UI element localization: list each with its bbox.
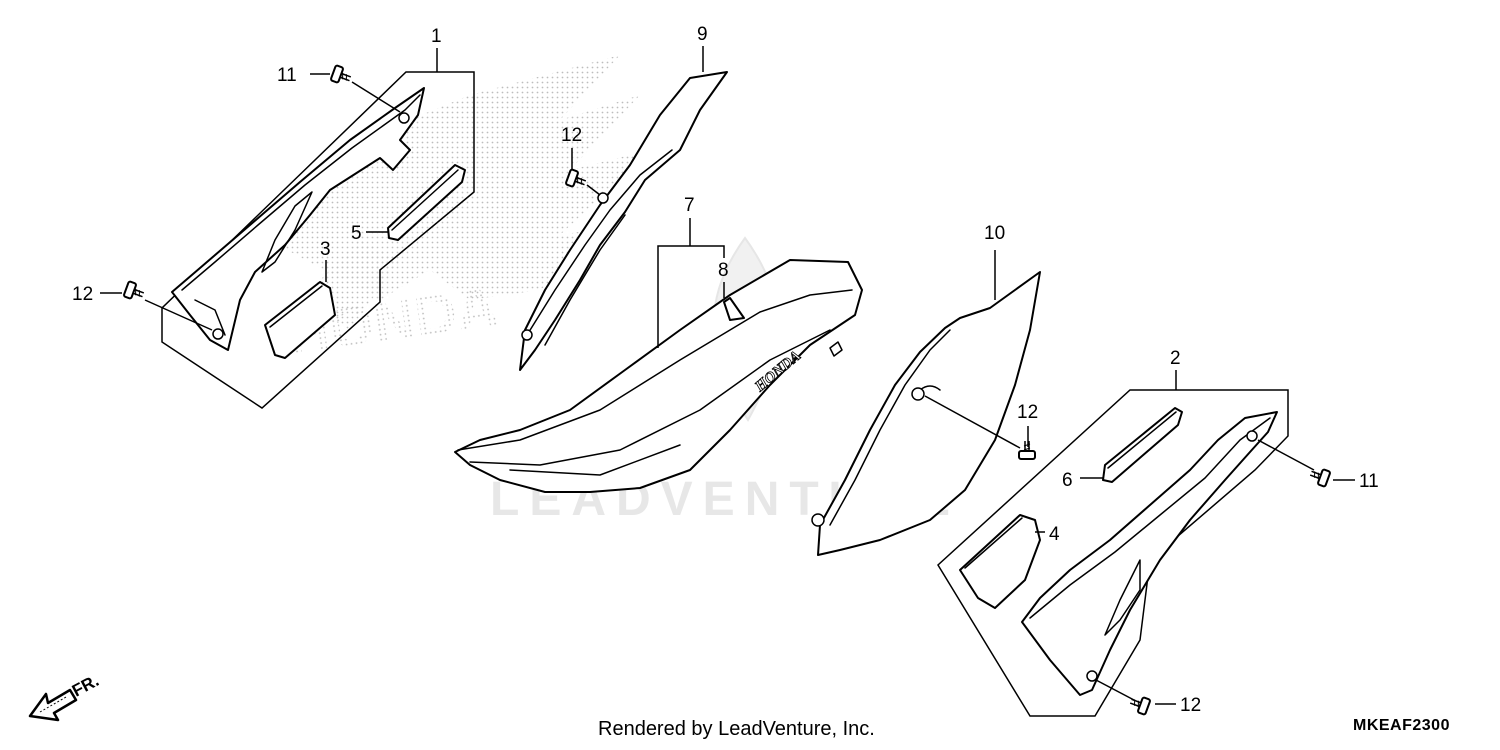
callout-5: 5 (351, 223, 362, 244)
part-4-panel (959, 514, 1041, 609)
callout-7: 7 (684, 195, 695, 216)
forward-arrow-icon: FR. (28, 671, 102, 722)
part-10-side-plate (811, 271, 1041, 556)
part-1-left-shroud (171, 87, 425, 351)
callout-4: 4 (1049, 524, 1060, 545)
callout-9: 9 (697, 24, 708, 45)
part-6-strip (1102, 407, 1183, 483)
rendered-by-credit: Rendered by LeadVenture, Inc. (598, 718, 875, 740)
group-1-bracket (161, 71, 475, 409)
part-8-emblem-tab (723, 297, 745, 321)
group-2-bracket (937, 389, 1289, 717)
callout-10: 10 (984, 223, 1005, 244)
callout-12-plate: 12 (1017, 402, 1038, 423)
part-3-panel (264, 281, 336, 359)
bolt-12-left (122, 280, 147, 304)
bolt-12-right (1127, 692, 1152, 716)
callout-1: 1 (431, 26, 442, 47)
diagram-part-code: MKEAF2300 (1353, 717, 1450, 734)
part-9-side-cover (519, 71, 728, 371)
part-2-right-shroud (1021, 411, 1278, 696)
bolt-11-left (329, 64, 354, 88)
bolt-12-plate (1018, 440, 1036, 460)
callout-3: 3 (320, 239, 331, 260)
callout-6: 6 (1062, 470, 1073, 491)
callout-12-mid: 12 (561, 125, 582, 146)
callout-12-left: 12 (72, 284, 93, 305)
callout-11-right: 11 (1359, 471, 1379, 492)
callout-12-right: 12 (1180, 695, 1201, 716)
callout-8: 8 (718, 260, 729, 281)
callout-2: 2 (1170, 348, 1181, 369)
part-7-seat: HONDA (454, 259, 863, 493)
part-5-strip (387, 164, 466, 241)
callout-11-left: 11 (277, 65, 297, 86)
